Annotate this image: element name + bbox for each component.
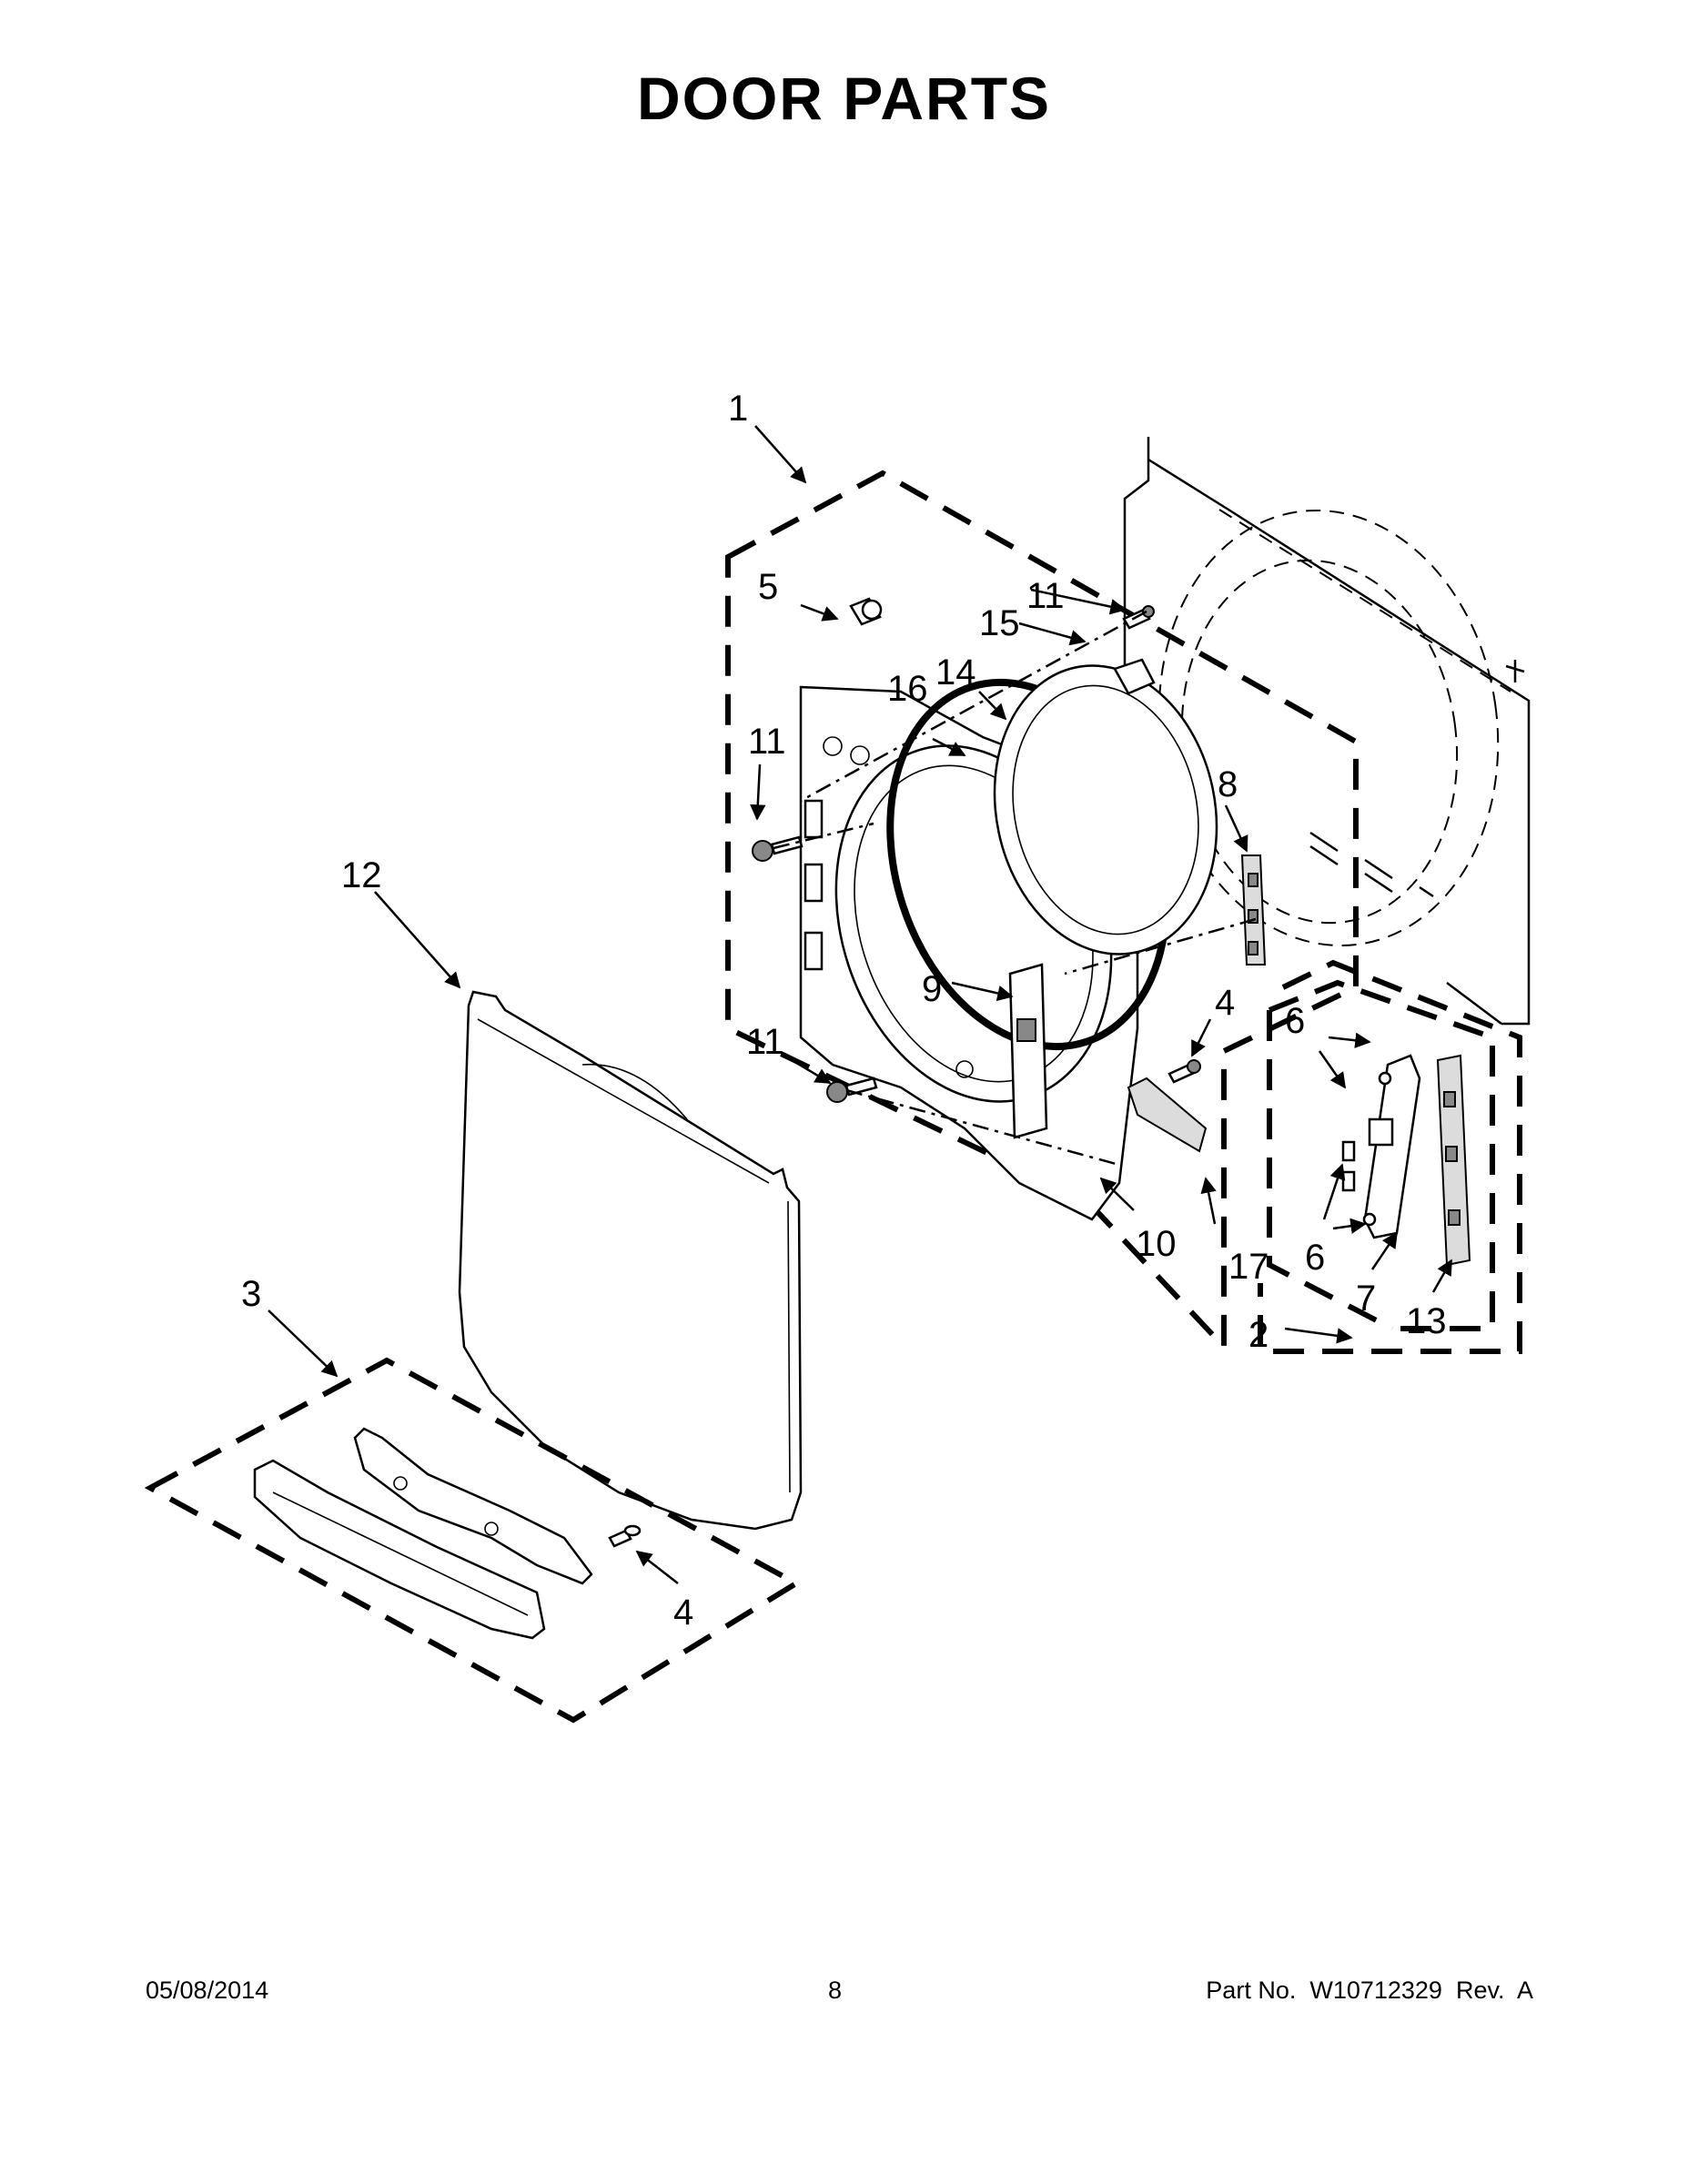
callout-15: 15 (979, 603, 1020, 643)
callout-5: 5 (758, 567, 778, 607)
door-ring (993, 658, 1218, 956)
pins-6 (1341, 1140, 1356, 1192)
screw-11-top (1122, 605, 1155, 630)
callout-1: 1 (728, 389, 748, 429)
callout-6-bottom: 6 (1305, 1238, 1325, 1278)
cabinet-front-outline (1123, 437, 1531, 1026)
footer-part-number: Part No. W10712329 Rev. A (1206, 1977, 1533, 2004)
hinge-7 (1362, 1054, 1421, 1239)
callout-14: 14 (935, 652, 976, 693)
bumper-5 (849, 597, 883, 626)
hinge-plate-17 (1127, 1077, 1208, 1153)
callout-11-top: 11 (1026, 576, 1065, 616)
screw-11-left (752, 835, 804, 862)
handle-bracket (353, 1427, 593, 1585)
footer-date: 05/08/2014 (146, 1977, 269, 2004)
callout-6-top: 6 (1285, 1001, 1305, 1041)
page-title: DOOR PARTS (636, 65, 1052, 132)
callout-11-bottom: 11 (746, 1022, 784, 1062)
callout-10: 10 (1136, 1224, 1177, 1264)
callout-16: 16 (887, 669, 928, 709)
callout-8: 8 (1218, 764, 1238, 804)
callout-7: 7 (1356, 1279, 1376, 1319)
group-2-outline (1258, 959, 1522, 1354)
footer-page-number: 8 (828, 1977, 843, 2004)
callout-2: 2 (1248, 1315, 1269, 1355)
callout-9: 9 (922, 969, 942, 1009)
callout-11-left: 11 (748, 722, 786, 762)
screw-4-right (1167, 1059, 1201, 1084)
door-hinge-8 (1240, 854, 1267, 966)
callout-3: 3 (241, 1274, 261, 1314)
door-strike-9 (1008, 963, 1048, 1139)
callout-labels: 1 5 11 15 14 16 11 8 12 9 4 6 11 10 17 6… (241, 389, 1447, 1633)
hinge-bracket-13 (1436, 1054, 1471, 1267)
outer-door-panel-12 (458, 990, 803, 1531)
callout-12: 12 (341, 855, 382, 895)
screw-4-handle (608, 1524, 642, 1548)
callout-17: 17 (1228, 1247, 1269, 1287)
callout-13: 13 (1406, 1301, 1447, 1341)
leader-lines (268, 425, 1453, 1584)
callout-4-handle: 4 (673, 1592, 693, 1633)
door-handle (253, 1459, 546, 1640)
callout-4-right: 4 (1215, 983, 1235, 1023)
group-3-outline (144, 1357, 802, 1724)
